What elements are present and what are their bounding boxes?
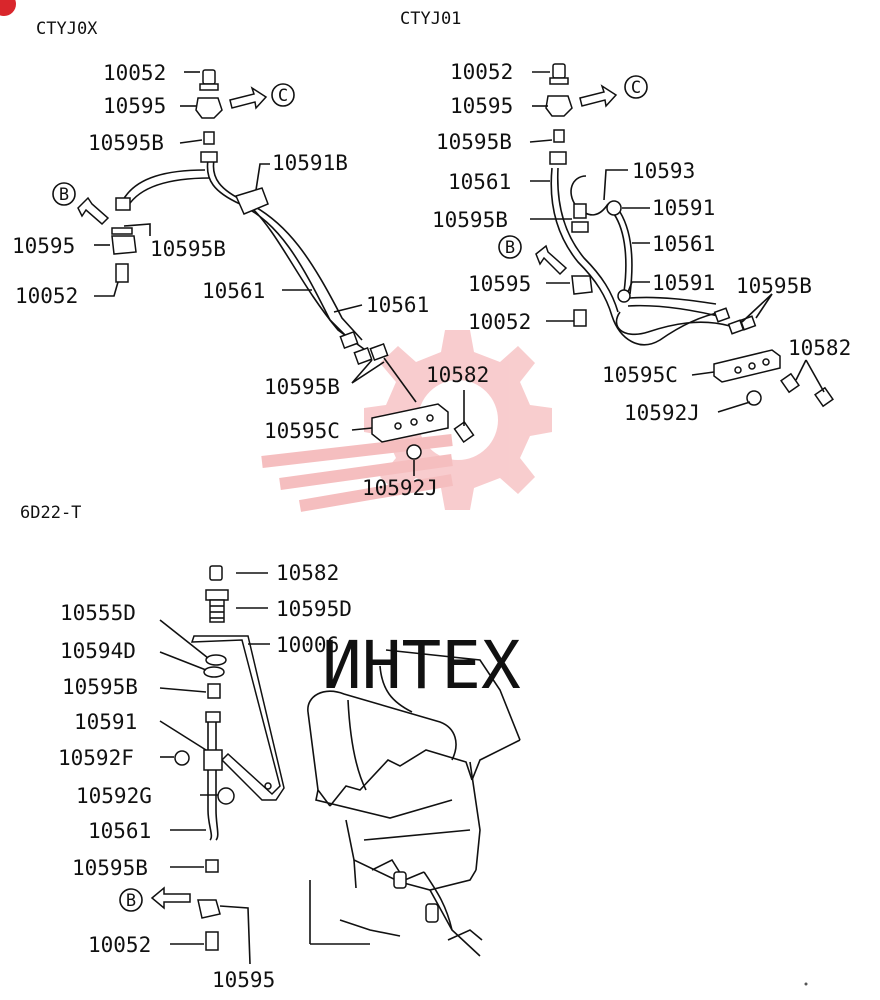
bottom-label-4: 10006 [276, 633, 339, 657]
svg-text:B: B [505, 238, 515, 258]
right-label-14: 10595C [602, 363, 678, 387]
right-label-10: 10591 [652, 271, 715, 295]
section-title-left: CTYJ0X [36, 19, 98, 39]
watermark-logo-icon [261, 330, 552, 512]
right-arrow-c-icon [579, 84, 618, 108]
right-label-5: 10593 [632, 159, 695, 183]
right-arrow-b-icon [535, 244, 568, 276]
bottom-stack-fittings [174, 565, 235, 951]
right-label-1: 10052 [450, 60, 513, 84]
left-label-11: 10582 [426, 363, 489, 387]
svg-text:C: C [278, 86, 288, 106]
bottom-label-6: 10595B [62, 675, 138, 699]
right-label-15: 10592J [624, 401, 700, 425]
bottom-label-11: 10595B [72, 856, 148, 880]
left-label-9: 10561 [366, 293, 429, 317]
right-junction-block [713, 349, 781, 383]
bottom-part-labels: 10582 10595D 10555D 10006 10594D 10595B … [58, 561, 352, 992]
bottom-label-10: 10561 [88, 819, 151, 843]
watermark-text: ИНТЕХ [322, 627, 521, 704]
svg-text:C: C [631, 78, 641, 98]
callout-b-left: B [52, 182, 76, 206]
right-label-4: 10561 [448, 170, 511, 194]
left-label-7: 10052 [15, 284, 78, 308]
bottom-label-7: 10591 [74, 710, 137, 734]
bottom-label-5: 10594D [60, 639, 136, 663]
section-title-bottom: 6D22-T [20, 503, 81, 523]
bottom-label-1: 10582 [276, 561, 339, 585]
left-arrow-c-icon [229, 86, 268, 110]
right-label-11: 10595B [736, 274, 812, 298]
left-label-10: 10595B [264, 375, 340, 399]
bottom-assembly [150, 565, 521, 965]
bracket [190, 635, 285, 801]
bottom-label-13: 10595 [212, 968, 275, 992]
left-label-12: 10595C [264, 419, 340, 443]
right-label-2: 10595 [450, 94, 513, 118]
left-label-4: 10591B [272, 151, 348, 175]
bottom-label-9: 10592G [76, 784, 152, 808]
left-clamp [234, 187, 269, 215]
left-label-1: 10052 [103, 61, 166, 85]
bottom-label-8: 10592F [58, 746, 134, 770]
left-part-labels: 10052 10595 10595B 10591B 10595 10595B 1… [12, 61, 489, 500]
right-label-3: 10595B [436, 130, 512, 154]
left-top-fittings [195, 69, 223, 163]
left-label-5: 10595 [12, 234, 75, 258]
right-label-13: 10582 [788, 336, 851, 360]
callout-c-right: C [624, 75, 648, 99]
callout-b-right: B [498, 235, 522, 259]
right-label-9: 10595 [468, 272, 531, 296]
right-label-6: 10591 [652, 196, 715, 220]
left-label-3: 10595B [88, 131, 164, 155]
left-label-6: 10595B [150, 237, 226, 261]
right-label-7: 10595B [432, 208, 508, 232]
left-label-8: 10561 [202, 279, 265, 303]
left-junction-block [371, 403, 449, 443]
left-label-13: 10592J [362, 476, 438, 500]
left-assembly [77, 69, 475, 476]
right-label-12: 10052 [468, 310, 531, 334]
right-assembly [529, 63, 834, 413]
callout-b-bottom: B [119, 888, 143, 912]
section-title-right: CTYJ01 [400, 9, 461, 29]
svg-text:B: B [126, 891, 136, 911]
left-label-2: 10595 [103, 94, 166, 118]
right-part-labels: 10052 10595 10595B 10561 10593 10591 105… [432, 60, 851, 425]
corner-badge-icon [0, 0, 16, 16]
left-arrow-b-icon [77, 196, 110, 226]
bottom-label-12: 10052 [88, 933, 151, 957]
bottom-arrow-b-icon [150, 886, 191, 910]
callout-c-left: C [271, 83, 295, 107]
engine-housing [307, 649, 521, 957]
bottom-label-3: 10555D [60, 601, 136, 625]
right-label-8: 10561 [652, 232, 715, 256]
bottom-label-2: 10595D [276, 597, 352, 621]
right-top-fittings [545, 63, 573, 165]
svg-text:B: B [59, 185, 69, 205]
